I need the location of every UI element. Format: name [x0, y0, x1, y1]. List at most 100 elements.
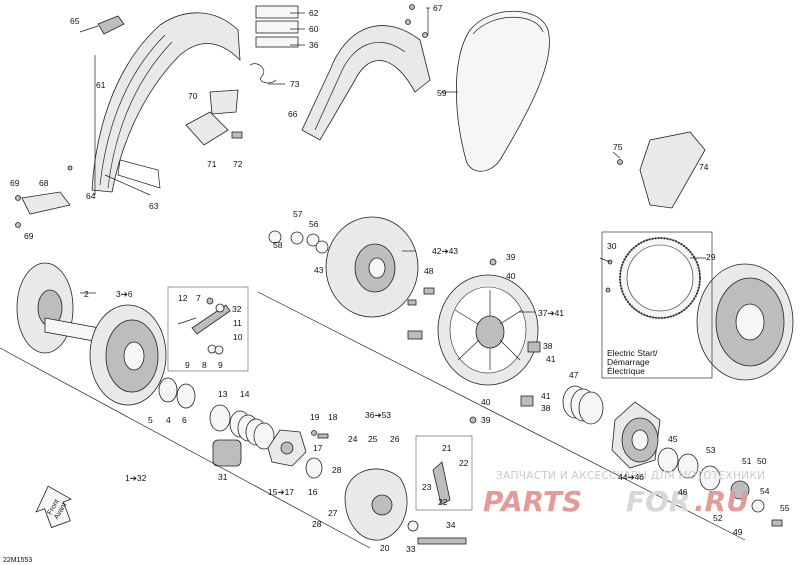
fixed-sheave-group: [268, 216, 419, 318]
belt-guard-cover: [301, 25, 431, 141]
callout-label: 9: [185, 360, 190, 370]
callout-label: 14: [240, 389, 250, 399]
callout-label: 7: [196, 293, 201, 303]
callout-label: 54: [760, 486, 770, 496]
callout-label: 18: [328, 412, 338, 422]
callout-label: 72: [233, 159, 243, 169]
watermark-brand-for: FOR: [626, 485, 691, 518]
callout-label: 44➔46: [618, 472, 644, 482]
clip-part: [97, 15, 125, 35]
callout-label: 53: [706, 445, 716, 455]
callout-label: 5: [148, 415, 153, 425]
callout-label: 39: [506, 252, 516, 262]
callout-label: 40: [481, 397, 491, 407]
callout-label: 13: [218, 389, 228, 399]
callout-label: 42➔43: [432, 246, 458, 256]
callout-label: 58: [273, 240, 283, 250]
callout-label: 62: [309, 8, 319, 18]
callout-label: 34: [446, 520, 456, 530]
callout-label: 47: [569, 370, 579, 380]
callout-label: 11: [233, 318, 242, 328]
callout-label: 41: [541, 391, 551, 401]
mount-bracket-lower: [185, 111, 229, 146]
watermark: ЗАПЧАСТИ И АКСЕССУАРЫ ДЛЯ МОТОТЕХНИКИ PA…: [483, 470, 765, 518]
callout-label: 30: [607, 241, 617, 251]
watermark-brand-ru: .RU: [694, 485, 749, 518]
callout-label: 38: [543, 341, 553, 351]
belt-guard-cover-group: [301, 4, 431, 141]
callout-label: 28: [312, 519, 322, 529]
callout-label: 55: [780, 503, 790, 513]
callout-label: 63: [149, 201, 159, 211]
drive-belt-group: [455, 11, 550, 172]
callout-label: 16: [308, 487, 318, 497]
callout-label: 45: [668, 434, 678, 444]
callout-label: 67: [433, 3, 443, 13]
drive-pulley-group: [16, 262, 275, 467]
callout-label: 49: [733, 527, 743, 537]
callout-label: 26: [390, 434, 400, 444]
diagram-code: 22M1553: [3, 557, 32, 564]
roller-arm: [191, 304, 231, 335]
callout-label: 48: [424, 266, 434, 276]
electric-start-line1: Electric Start/: [607, 348, 658, 358]
bushing-part: [212, 439, 242, 467]
drive-belt: [455, 11, 550, 172]
callout-label: 21: [442, 443, 452, 453]
callout-label: 61: [96, 80, 106, 90]
callout-label: 28: [332, 465, 342, 475]
callout-label: 37➔41: [538, 308, 564, 318]
callout-label: 40: [506, 271, 516, 281]
ring-gear-group: [605, 237, 794, 381]
callout-label: 22: [438, 497, 448, 507]
callout-label: 29: [706, 252, 716, 262]
decal-label: [255, 5, 299, 19]
mount-bracket: [209, 89, 239, 115]
callout-label: 10: [233, 332, 243, 342]
belt-guard-support-group: [15, 5, 299, 228]
callout-label: 70: [188, 91, 198, 101]
callout-label: 4: [166, 415, 171, 425]
callout-label: 69: [10, 178, 20, 188]
electric-start-line3: Électrique: [607, 366, 645, 376]
callout-label: 3➔6: [116, 289, 133, 299]
callout-label: 51: [742, 456, 752, 466]
callout-label: 57: [293, 209, 303, 219]
screw-part: [231, 131, 243, 139]
callout-label: 68: [39, 178, 49, 188]
small-bracket: [21, 191, 71, 215]
callout-label: 74: [699, 162, 709, 172]
watermark-tagline: ЗАПЧАСТИ И АКСЕССУАРЫ ДЛЯ МОТОТЕХНИКИ: [496, 470, 765, 482]
decal-label: [255, 36, 299, 48]
callout-label: 23: [422, 482, 432, 492]
callout-label: 36: [309, 40, 319, 50]
callout-label: 24: [348, 434, 358, 444]
front-direction-badge: Front Avant: [35, 485, 72, 529]
callout-label: 17: [313, 443, 323, 453]
callout-label: 56: [309, 219, 319, 229]
callout-label: 20: [380, 543, 390, 553]
driven-pulley-group: [407, 258, 541, 424]
roller-arm-group: [167, 286, 249, 372]
callout-label: 52: [713, 513, 723, 523]
callout-label: 71: [207, 159, 217, 169]
callout-label: 22: [459, 458, 469, 468]
callout-label: 46: [678, 487, 688, 497]
watermark-brand-parts: PARTS: [483, 485, 582, 518]
callout-label: 9: [218, 360, 223, 370]
callout-label: 65: [70, 16, 80, 26]
callout-label: 32: [232, 304, 242, 314]
cam-group: [562, 385, 783, 527]
callout-label: 60: [309, 24, 319, 34]
callout-label: 25: [368, 434, 378, 444]
callout-label: 15➔17: [268, 487, 294, 497]
callout-label: 64: [86, 191, 96, 201]
long-bolt: [417, 537, 467, 545]
callout-label: 31: [218, 472, 228, 482]
guide-lines: [0, 7, 746, 549]
callout-label: 19: [310, 412, 320, 422]
callout-label: 6: [182, 415, 187, 425]
callout-label: 50: [757, 456, 767, 466]
callout-label: 33: [406, 544, 416, 554]
